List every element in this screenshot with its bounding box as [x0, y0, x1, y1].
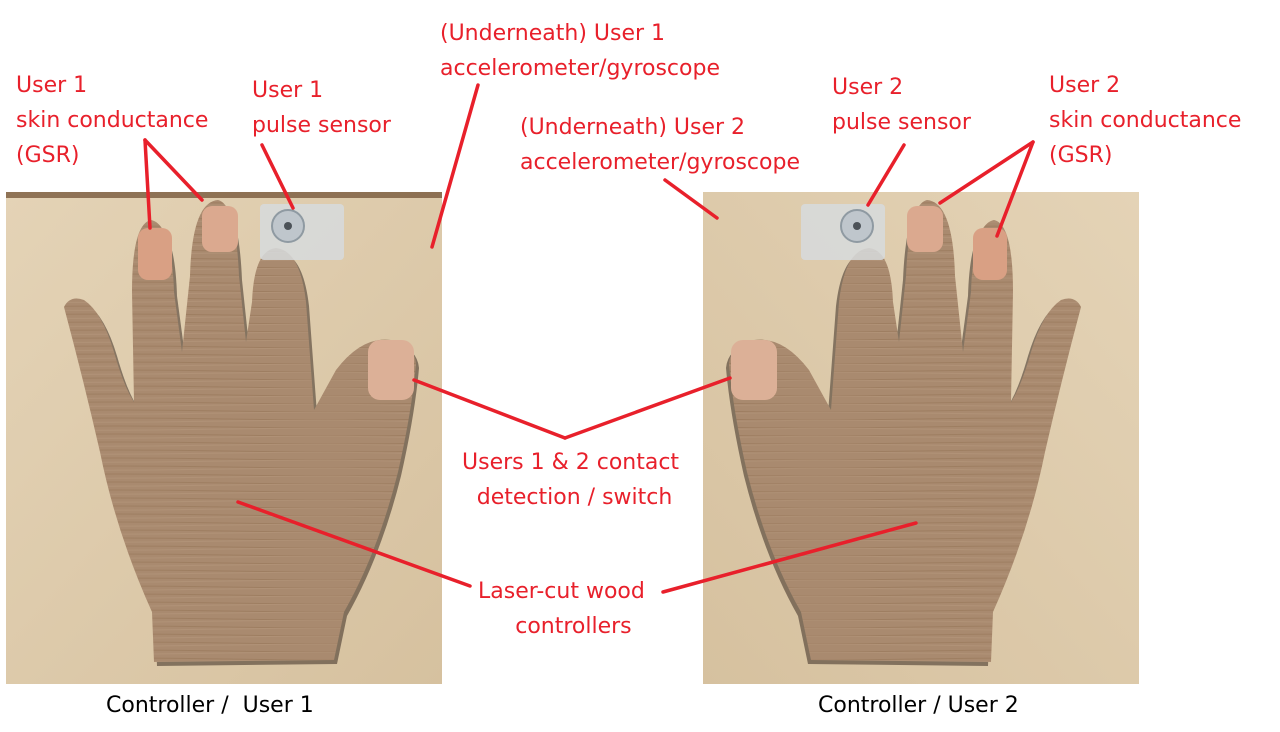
contact-copper-pad — [731, 340, 777, 400]
label-user1-accelerometer: (Underneath) User 1 accelerometer/gyrosc… — [440, 21, 720, 81]
gsr-copper-pad — [973, 228, 1007, 280]
label-wood-controllers: Laser-cut wood controllers — [478, 579, 645, 639]
label-user1-pulse: User 1 pulse sensor — [252, 78, 391, 138]
controller-photo-user1 — [6, 192, 442, 684]
gsr-copper-pad — [202, 206, 238, 252]
gsr-copper-pad — [138, 228, 172, 280]
contact-copper-pad — [368, 340, 414, 400]
label-user2-accelerometer: (Underneath) User 2 accelerometer/gyrosc… — [520, 115, 800, 175]
controller-photo-user2 — [703, 192, 1139, 684]
label-user2-gsr: User 2 skin conductance (GSR) — [1049, 73, 1242, 168]
caption-user2: Controller / User 2 — [818, 693, 1019, 718]
label-user1-gsr: User 1 skin conductance (GSR) — [16, 73, 209, 168]
caption-user1: Controller / User 1 — [106, 693, 314, 718]
label-user2-pulse: User 2 pulse sensor — [832, 75, 971, 135]
gsr-copper-pad — [907, 206, 943, 252]
label-contact-detection: Users 1 & 2 contact detection / switch — [462, 450, 680, 510]
